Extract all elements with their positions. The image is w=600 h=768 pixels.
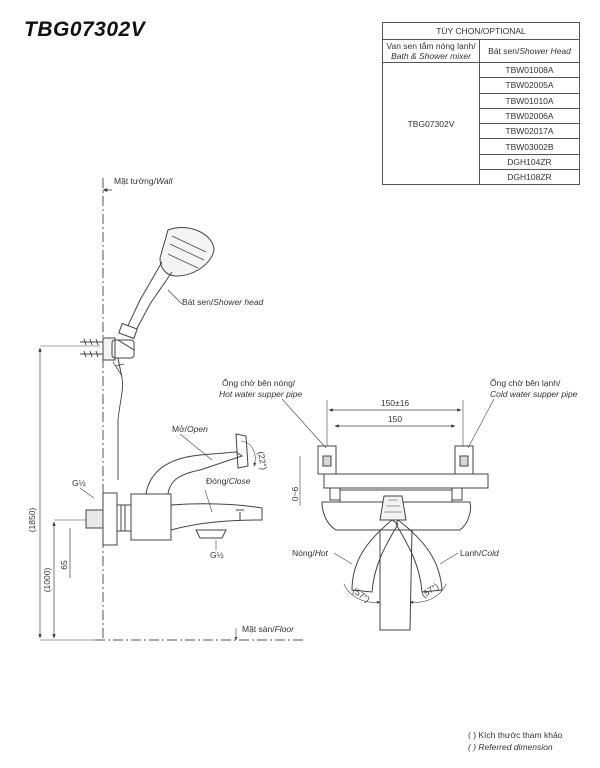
dim-depth-label: 65 [59,560,69,570]
mixer-body-front [317,445,489,631]
angle-left-label: (57°) [351,585,372,604]
wall-label: Mặt tường/Wall [114,176,173,186]
legend-line-en: ( ) Referred dimension [468,742,553,752]
dim-offset-label: 0~6 [290,487,300,502]
col-mixer-header: Van sen tắm nóng lạnh/ Bath & Shower mix… [382,39,480,63]
col-shower-header: Bát sen/Shower Head [479,39,580,63]
shower-head [117,227,215,351]
model-title: TBG07302V [24,18,146,41]
shower-head-model: DGH108ZR [479,169,580,186]
open-label: Mở/Open [172,424,208,434]
shower-hose [117,377,123,480]
hot-label: Nóng/Hot [292,548,329,558]
thread-bottom-label: G½ [210,550,224,560]
legend: ( ) Kích thước tham khảo ( ) Referred di… [468,729,562,753]
dim-total-height-label: (1850) [27,508,37,533]
floor-label: Mặt sàn/Floor [242,624,295,634]
dim-mixer-height-label: (1000) [42,568,52,593]
options-table: TÙY CHỌN/OPTIONAL Van sen tắm nóng lạnh/… [382,22,580,186]
dim-spacing-label: 150 [388,414,402,424]
svg-text:Cold water supper pipe: Cold water supper pipe [490,389,578,399]
model-cell: TBG07302V [382,61,480,186]
shower-head-label: Bát sen/Shower head [182,297,264,307]
angle-right-label: (57°) [419,581,440,600]
thread-left-label: G½ [72,478,86,488]
angle-open-label: (22°) [256,451,269,471]
svg-text:Hot water supper pipe: Hot water supper pipe [219,389,302,399]
mixer-body-side [85,433,263,546]
cold-label: Lạnh/Cold [460,548,499,558]
hot-pipe-label: Ống chờ bên nóng/ [222,377,296,388]
wall-holder [80,337,135,379]
close-label: Đóng/Close [206,476,251,486]
cold-pipe-label: Ống chờ bên lạnh/ [490,377,561,388]
dim-pipe-spacing-label: 150±16 [381,398,410,408]
legend-line-vi: ( ) Kích thước tham khảo [468,730,563,740]
